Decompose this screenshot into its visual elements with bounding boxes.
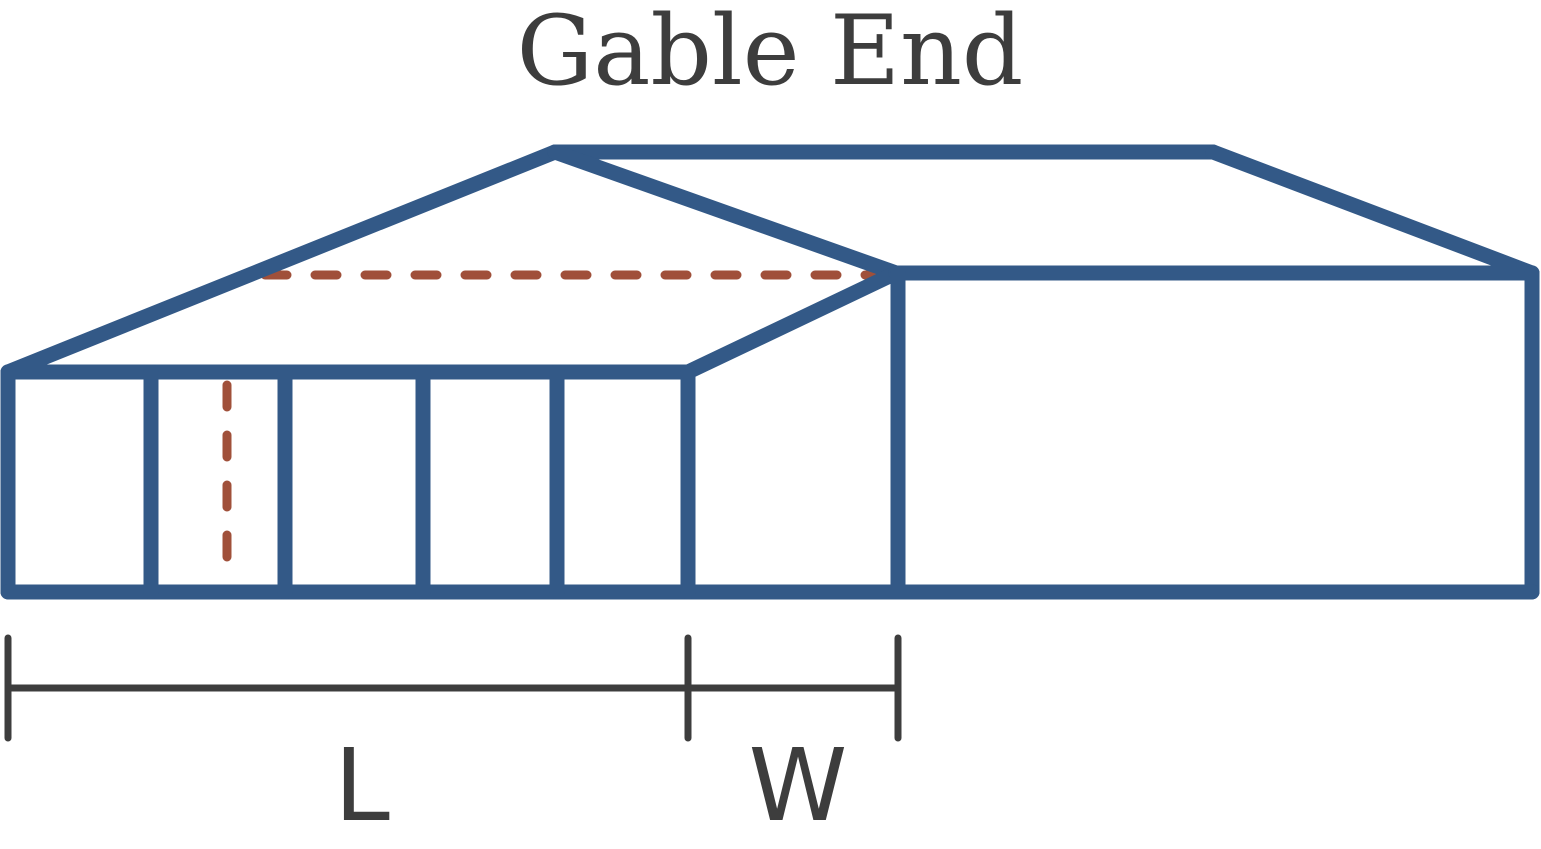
diagram-title: Gable End — [517, 0, 1024, 107]
main-roof-slope-left — [0, 144, 563, 380]
dimension-lines — [4, 634, 902, 742]
width-label: W — [749, 727, 848, 844]
hidden-lines — [222, 270, 885, 590]
far-roof-slope — [1205, 144, 1540, 281]
building-outline — [0, 144, 1540, 600]
wing-roof-slope — [680, 265, 904, 380]
valley-line — [547, 144, 904, 281]
length-label: L — [334, 727, 390, 844]
